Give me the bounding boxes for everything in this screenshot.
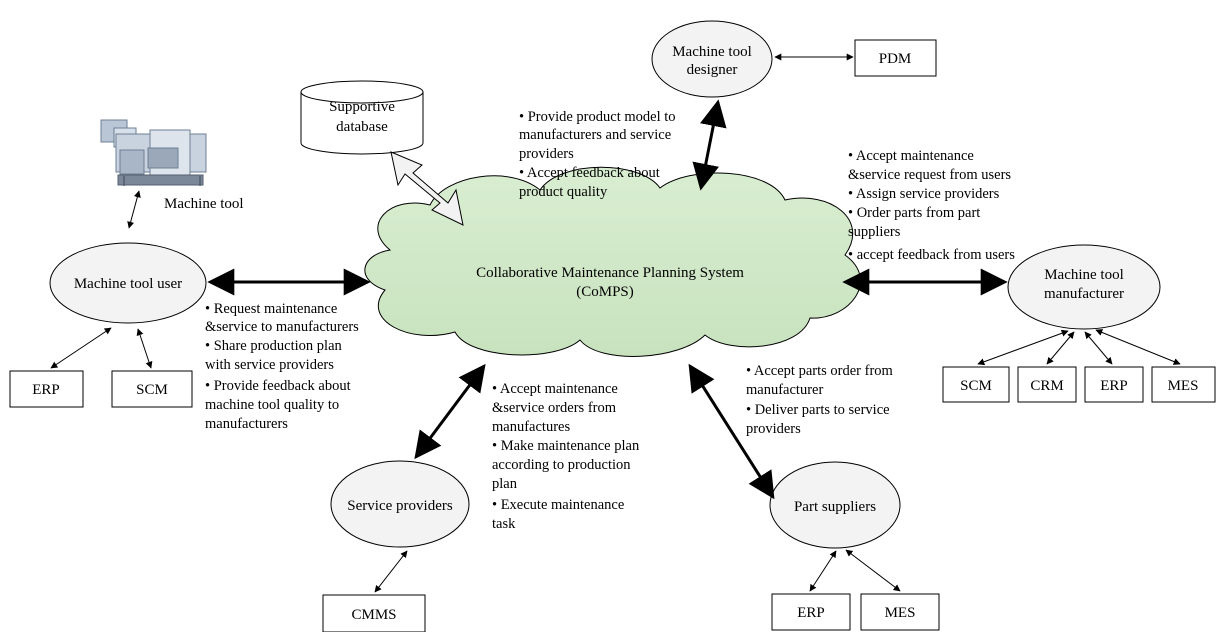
svg-text:SCM: SCM — [960, 378, 992, 394]
user-label: Machine tool user — [74, 276, 182, 292]
system-box-pdm: PDM — [854, 39, 937, 77]
svg-text:• Make maintenance plan: • Make maintenance plan — [492, 438, 640, 454]
svg-text:manufactures: manufactures — [492, 419, 570, 435]
user-scm-connector — [136, 328, 153, 369]
designer-cloud-arrow — [692, 99, 727, 191]
manufacturer-notes: • Accept maintenance &service request fr… — [848, 148, 1015, 263]
icon-user-connector — [127, 190, 141, 229]
database-label-line1: Supportive — [329, 99, 395, 115]
svg-text:• Deliver parts to service: • Deliver parts to service — [746, 402, 890, 418]
database-label-line2: database — [336, 119, 388, 135]
system-box-cmms: CMMS — [322, 594, 426, 632]
svg-text:• Accept maintenance: • Accept maintenance — [492, 381, 618, 397]
service-label: Service providers — [347, 498, 453, 514]
system-box-manufacturer-crm: CRM — [1017, 366, 1077, 403]
svg-text:machine tool quality to: machine tool quality to — [205, 397, 339, 413]
svg-text:MES: MES — [1168, 378, 1199, 394]
service-cmms-connector — [374, 550, 408, 593]
svg-text:• Provide feedback about: • Provide feedback about — [205, 378, 351, 394]
supplier-notes: • Accept parts order from manufacturer •… — [746, 363, 894, 437]
machine-tool-label: Machine tool — [164, 196, 244, 212]
supportive-database: Supportive database — [300, 80, 424, 155]
system-box-suppliers-mes: MES — [860, 593, 940, 631]
designer-notes: • Provide product model to manufacturers… — [519, 109, 676, 200]
svg-text:• Execute maintenance: • Execute maintenance — [492, 497, 624, 513]
cmms-label: CMMS — [351, 607, 396, 623]
svg-text:suppliers: suppliers — [848, 224, 901, 240]
suppliers-label: Part suppliers — [794, 499, 876, 515]
svg-text:according to production: according to production — [492, 457, 631, 473]
suppliers-mes-connector — [845, 549, 901, 592]
manufacturer-crm-connector — [1046, 331, 1075, 365]
machine-tool-user-node: Machine tool user — [49, 242, 207, 324]
svg-text:• Assign service providers: • Assign service providers — [848, 186, 1000, 202]
machine-tool-icon — [100, 119, 207, 186]
manufacturer-scm-connector — [977, 329, 1069, 366]
svg-text:with service providers: with service providers — [205, 357, 334, 373]
cloud-title: Collaborative Maintenance Planning Syste… — [476, 265, 744, 281]
machine-tool-manufacturer-node: Machine tool manufacturer — [1007, 244, 1161, 330]
database-cloud-double-arrow — [390, 151, 464, 226]
svg-text:product quality: product quality — [519, 184, 608, 200]
manufacturer-label-line2: manufacturer — [1044, 286, 1124, 302]
system-box-manufacturer-erp: ERP — [1084, 366, 1144, 403]
svg-text:• Provide product model to: • Provide product model to — [519, 109, 676, 125]
user-notes: • Request maintenance &service to manufa… — [205, 301, 359, 432]
service-cloud-arrow — [414, 363, 486, 460]
svg-text:task: task — [492, 516, 516, 532]
svg-text:&service request from users: &service request from users — [848, 167, 1011, 183]
svg-text:providers: providers — [746, 421, 801, 437]
svg-text:• Order parts from part: • Order parts from part — [848, 205, 980, 221]
svg-text:• accept feedback from users: • accept feedback from users — [848, 247, 1015, 263]
system-box-user-erp: ERP — [9, 370, 84, 408]
pdm-label: PDM — [879, 51, 912, 67]
machine-tool-designer-node: Machine tool designer — [651, 20, 773, 98]
manufacturer-erp-connector — [1084, 331, 1113, 365]
designer-label-line2: designer — [687, 62, 738, 78]
service-providers-node: Service providers — [330, 460, 470, 548]
svg-text:ERP: ERP — [1100, 378, 1128, 394]
svg-text:CRM: CRM — [1030, 378, 1063, 394]
designer-label-line1: Machine tool — [672, 44, 752, 60]
svg-text:ERP: ERP — [797, 605, 825, 621]
manufacturer-label-line1: Machine tool — [1044, 267, 1124, 283]
system-box-suppliers-erp: ERP — [771, 593, 851, 631]
suppliers-erp-connector — [809, 550, 837, 592]
svg-text:• Accept parts order from: • Accept parts order from — [746, 363, 894, 379]
svg-text:MES: MES — [885, 605, 916, 621]
svg-text:&service orders from: &service orders from — [492, 400, 617, 416]
comps-cloud: Collaborative Maintenance Planning Syste… — [364, 166, 861, 357]
service-notes: • Accept maintenance &service orders fro… — [492, 381, 640, 532]
svg-text:manufacturers: manufacturers — [205, 416, 288, 432]
svg-text:• Accept maintenance: • Accept maintenance — [848, 148, 974, 164]
svg-text:SCM: SCM — [136, 382, 168, 398]
svg-text:• Request maintenance: • Request maintenance — [205, 301, 337, 317]
svg-text:• Accept feedback about: • Accept feedback about — [519, 165, 660, 181]
system-box-user-scm: SCM — [111, 370, 193, 408]
system-box-manufacturer-scm: SCM — [942, 366, 1010, 403]
user-erp-connector — [50, 327, 112, 369]
svg-text:plan: plan — [492, 476, 518, 492]
svg-text:ERP: ERP — [32, 382, 60, 398]
svg-text:manufacturer: manufacturer — [746, 382, 823, 398]
svg-text:providers: providers — [519, 146, 574, 162]
svg-text:&service to manufacturers: &service to manufacturers — [205, 319, 359, 335]
cloud-suppliers-arrow — [688, 363, 775, 500]
part-suppliers-node: Part suppliers — [769, 461, 901, 549]
system-box-manufacturer-mes: MES — [1151, 366, 1216, 403]
manufacturer-mes-connector — [1095, 329, 1181, 365]
svg-text:• Share production plan: • Share production plan — [205, 338, 343, 354]
svg-text:manufacturers and service: manufacturers and service — [519, 127, 671, 143]
cloud-subtitle: (CoMPS) — [576, 284, 634, 300]
